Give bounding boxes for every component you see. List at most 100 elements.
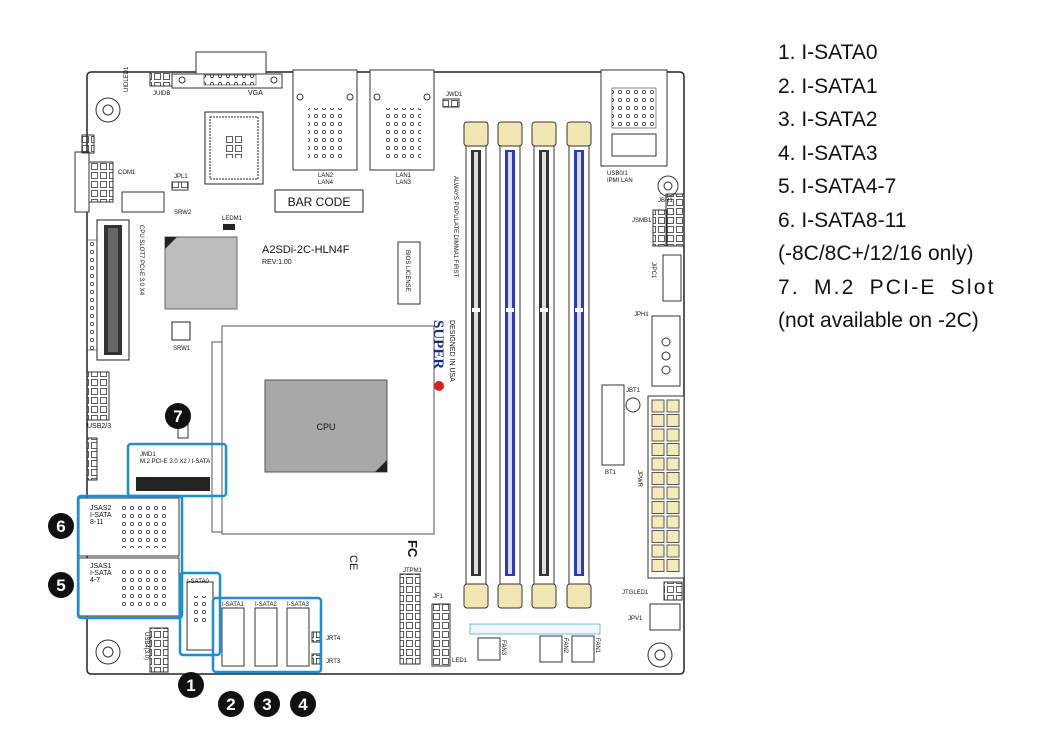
jpwr-pin <box>651 443 665 456</box>
mounting-holes <box>95 97 679 668</box>
jf1-label: JF1 <box>433 594 444 600</box>
usb23-label: USB2/3 <box>87 423 111 430</box>
jbt1-jumper <box>625 397 641 413</box>
motherboard-layout-diagram: VGA JUIDB UIDLED1 LAN2 LAN4 LAN1 LAN3 JW… <box>48 51 685 717</box>
jpwr-pin <box>666 414 680 427</box>
svg-text:3: 3 <box>262 695 271 714</box>
com1-connector <box>74 151 114 213</box>
svg-text:1: 1 <box>186 676 195 695</box>
designed-in-usa: DESIGNED IN USA <box>448 320 455 382</box>
srw1-box <box>171 321 191 341</box>
jph1-label: JPH1 <box>634 312 649 318</box>
jf1-header <box>431 603 451 667</box>
svg-text:7: 7 <box>173 407 182 426</box>
jpwr-label: JPWR <box>636 470 642 488</box>
chipset-chip <box>164 236 238 310</box>
badge-4: 4 <box>290 691 316 717</box>
isata3-connector <box>286 607 310 667</box>
jrt3-label: JRT3 <box>326 659 341 665</box>
jsas1-type: I-SATA <box>90 570 112 577</box>
jsas2-range: 8-11 <box>90 519 104 526</box>
jpwr-pin <box>666 486 680 500</box>
dimm-slots <box>463 121 592 609</box>
jtpm1-label: JTPM1 <box>403 568 423 574</box>
jpwr-pins <box>651 399 680 572</box>
jpwr-pin <box>666 428 680 442</box>
jsas2-type: I-SATA <box>90 512 112 519</box>
fan1-label: FAN1 <box>594 638 600 654</box>
jpv1-label: JPV1 <box>628 616 643 622</box>
jpwr-pin <box>651 515 665 529</box>
highlight-jsas <box>76 494 184 620</box>
svg-text:5: 5 <box>56 576 65 595</box>
front-panel-pinout-strip <box>469 623 601 635</box>
legend: 1. I-SATA0 2. I-SATA1 3. I-SATA2 4. I-SA… <box>778 36 1048 338</box>
highlight-boxes <box>76 442 323 674</box>
jwd1-label: JWD1 <box>446 92 463 98</box>
jipc1-header <box>662 254 682 302</box>
lan1-label: LAN1 <box>396 173 412 179</box>
jbr1-header <box>665 193 685 247</box>
dimm-populate-note: ALWAYS POPULATE DIMMA1 FIRST <box>452 176 458 277</box>
svg-text:6: 6 <box>56 517 65 536</box>
jpwr-pin <box>666 530 680 543</box>
vga-label: VGA <box>248 90 263 97</box>
fan2-header <box>539 635 563 663</box>
svg-text:2: 2 <box>226 695 235 714</box>
jpwr-pin <box>651 457 665 471</box>
highlight-isata1-3 <box>211 596 323 674</box>
lan24-connector <box>292 69 358 171</box>
bar-code-label: BAR CODE <box>288 195 351 209</box>
srw1-label: SRW1 <box>173 346 191 352</box>
isata0-label: I-SATA0 <box>187 579 209 585</box>
jtgled1-label: JTGLED1 <box>622 590 649 596</box>
bios-license-box <box>397 241 421 305</box>
fan3-header <box>477 637 501 661</box>
usb01-ipmi-lan-connector <box>600 69 668 167</box>
jpv1-connector <box>649 603 681 631</box>
highlight-isata0 <box>178 571 222 657</box>
jpwr-pin <box>651 414 665 427</box>
bt1-label: BT1 <box>605 470 617 476</box>
vga-connector <box>171 51 283 89</box>
usb23-header <box>86 371 110 421</box>
lan2-label: LAN2 <box>318 173 334 179</box>
brand-logo-dot <box>434 381 444 391</box>
juidb-header <box>149 71 173 87</box>
jpwr-pin <box>666 399 680 413</box>
isata0-pins <box>194 596 206 626</box>
jpwr-pin <box>666 443 680 456</box>
jrt4-header <box>311 631 321 643</box>
legend-item-7-note: (not available on -2C) <box>778 309 979 332</box>
ledm1-label: LEDM1 <box>222 216 243 222</box>
jpwr-pin <box>651 544 665 558</box>
jpwr-pin <box>651 428 665 442</box>
jtgled1-header <box>663 581 683 601</box>
jpwr-pin <box>666 501 680 514</box>
jmd1-label: JMD1 <box>140 452 156 458</box>
jpwr-pin <box>651 559 665 572</box>
isata2-connector <box>254 607 278 667</box>
isata1-connector <box>221 607 245 667</box>
jpl1-label: JPL1 <box>174 174 188 180</box>
svg-text:4: 4 <box>298 695 308 714</box>
bmc-chip <box>204 111 264 185</box>
jpwr-pin <box>666 544 680 558</box>
jpwr-pin <box>651 486 665 500</box>
lan4-label: LAN4 <box>318 180 334 186</box>
jpwr-pin <box>651 501 665 514</box>
dimm-slot-2 <box>497 121 523 609</box>
jpg1-header <box>81 134 95 154</box>
usb4-label: USB4(3.0) <box>143 632 149 660</box>
juidb-label: JUIDB <box>153 91 170 97</box>
legend-item-2: 2. I-SATA1 <box>778 74 878 98</box>
jsmb1-header <box>652 209 668 247</box>
fan2-label: FAN2 <box>562 638 568 654</box>
usb01-label: USB0/1 <box>607 171 628 177</box>
jpl1-header <box>171 181 189 191</box>
badge-3: 3 <box>254 691 280 717</box>
pcie-slot7 <box>96 219 130 361</box>
cpu-label: CPU <box>316 422 335 432</box>
badge-1: 1 <box>178 672 204 698</box>
led1-label: LED1 <box>452 658 468 664</box>
